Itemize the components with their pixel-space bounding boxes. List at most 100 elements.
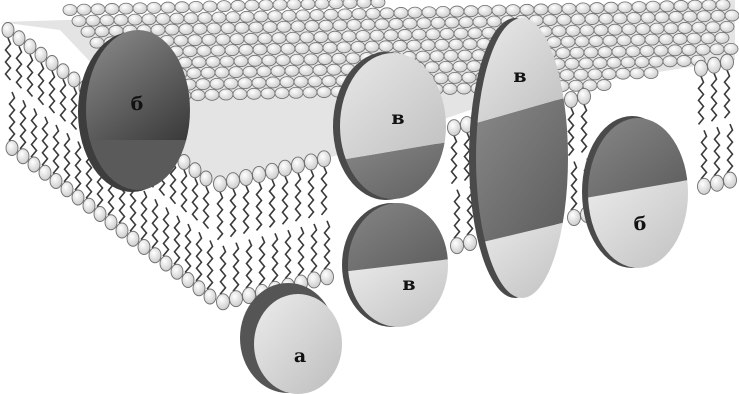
lipid-head bbox=[35, 47, 47, 62]
lipid-head bbox=[310, 10, 324, 21]
lipid-head bbox=[211, 45, 225, 56]
lipid-head bbox=[128, 14, 142, 25]
lipid-head bbox=[244, 33, 258, 44]
lipid-tail bbox=[247, 240, 252, 294]
lipid-head bbox=[282, 10, 296, 21]
lipid-tail bbox=[21, 100, 26, 154]
lipid-tail bbox=[699, 76, 704, 124]
lipid-head bbox=[305, 154, 318, 170]
lipid-head bbox=[321, 269, 334, 285]
lipid-tail bbox=[325, 221, 330, 275]
lipid-head bbox=[313, 65, 327, 76]
lipid-head bbox=[189, 1, 203, 12]
protein-v-bottom: в bbox=[340, 195, 460, 335]
lipid-tail bbox=[32, 109, 37, 163]
lipid-head bbox=[276, 55, 290, 66]
lipid-head bbox=[487, 16, 501, 27]
lipid-head bbox=[105, 3, 119, 14]
lipid-head bbox=[253, 44, 267, 55]
lipid-head bbox=[323, 42, 337, 53]
lipid-tail bbox=[296, 173, 301, 221]
lipid-head bbox=[361, 19, 375, 30]
lipid-head bbox=[352, 9, 366, 20]
lipid-head bbox=[711, 175, 724, 191]
lipid-head bbox=[233, 89, 247, 100]
label-a: а bbox=[294, 345, 306, 367]
lipid-head bbox=[379, 41, 393, 52]
lipid-head bbox=[673, 33, 687, 44]
lipid-head bbox=[436, 6, 450, 17]
lipid-head bbox=[421, 40, 435, 51]
lipid-head bbox=[291, 21, 305, 32]
lipid-head bbox=[81, 26, 95, 37]
lipid-head bbox=[635, 57, 649, 68]
lipid-head bbox=[94, 207, 106, 222]
lipid-head bbox=[621, 57, 635, 68]
lipid-head bbox=[557, 14, 571, 25]
lipid-head bbox=[576, 3, 590, 14]
lipid-head bbox=[646, 1, 660, 12]
lipid-head bbox=[204, 289, 216, 304]
lipid-head bbox=[318, 54, 332, 65]
lipid-head bbox=[384, 30, 398, 41]
lipid-head bbox=[200, 171, 212, 186]
lipid-head bbox=[659, 34, 673, 45]
lipid-head bbox=[444, 50, 458, 61]
lipid-tail bbox=[17, 46, 22, 88]
lipid-head bbox=[86, 15, 100, 26]
lipid-head bbox=[268, 11, 282, 22]
lipid-head bbox=[534, 4, 548, 15]
lipid-tail bbox=[72, 88, 77, 130]
lipid-head bbox=[434, 73, 448, 84]
lipid-head bbox=[91, 4, 105, 15]
lipid-head bbox=[72, 16, 86, 27]
lipid-head bbox=[716, 0, 730, 10]
lipid-head bbox=[207, 23, 221, 34]
lipid-head bbox=[725, 10, 739, 21]
lipid-head bbox=[299, 65, 313, 76]
lipid-head bbox=[17, 149, 29, 164]
lipid-head bbox=[560, 70, 574, 81]
lipid-head bbox=[142, 14, 156, 25]
lipid-head bbox=[641, 12, 655, 23]
lipid-head bbox=[240, 170, 253, 186]
lipid-tail bbox=[208, 241, 213, 295]
lipid-head bbox=[393, 40, 407, 51]
lipid-head bbox=[439, 61, 453, 72]
lipid-head bbox=[589, 36, 603, 47]
lipid-head bbox=[327, 64, 341, 75]
protein-a: а bbox=[240, 283, 342, 394]
lipid-head bbox=[337, 42, 351, 53]
lipid-head bbox=[305, 21, 319, 32]
lipid-head bbox=[254, 11, 268, 22]
lipid-head bbox=[597, 80, 611, 91]
lipid-head bbox=[179, 24, 193, 35]
lipid-head bbox=[149, 248, 161, 263]
lipid-head bbox=[230, 34, 244, 45]
lipid-head bbox=[458, 50, 472, 61]
lipid-head bbox=[408, 7, 422, 18]
lipid-head bbox=[440, 28, 454, 39]
lipid-head bbox=[565, 58, 579, 69]
lipid-head bbox=[683, 11, 697, 22]
lipid-head bbox=[698, 178, 711, 194]
lipid-head bbox=[324, 9, 338, 20]
lipid-head bbox=[315, 0, 329, 9]
lipid-head bbox=[580, 25, 594, 36]
label-b-right: б bbox=[634, 213, 647, 235]
lipid-head bbox=[309, 43, 323, 54]
lipid-head bbox=[6, 141, 18, 156]
lipid-tail bbox=[28, 55, 33, 97]
lipid-head bbox=[678, 22, 692, 33]
lipid-head bbox=[196, 79, 210, 90]
lipid-tail bbox=[270, 179, 275, 227]
label-v-tall: в bbox=[513, 65, 526, 87]
lipid-head bbox=[304, 54, 318, 65]
lipid-head bbox=[300, 32, 314, 43]
lipid-head bbox=[618, 2, 632, 13]
lipid-head bbox=[650, 23, 664, 34]
lipid-head bbox=[202, 34, 216, 45]
lipid-head bbox=[83, 198, 95, 213]
lipid-head bbox=[608, 24, 622, 35]
lipid-head bbox=[627, 13, 641, 24]
